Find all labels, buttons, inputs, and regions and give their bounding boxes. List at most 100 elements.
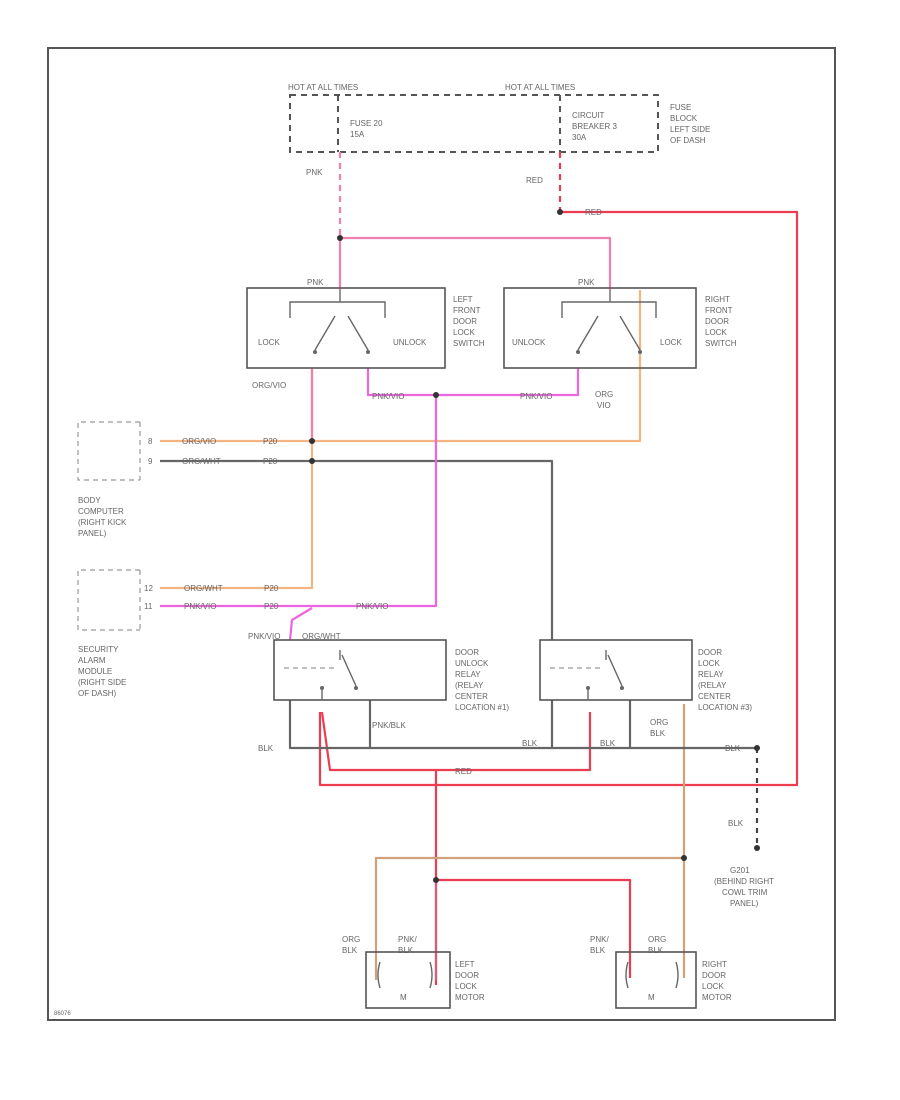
- ground-label-1: G201: [730, 866, 750, 875]
- lock-relay-label-4: (RELAY: [698, 681, 727, 690]
- wire-label-motor-right-org-blk-1: ORG: [648, 935, 666, 944]
- wire-label-blk-ground: BLK: [725, 744, 741, 753]
- left-front-door-lock-switch: PNK LOCK UNLOCK LEFT FRONT DOOR LOCK SWI…: [246, 278, 485, 369]
- ground-label-2: (BEHIND RIGHT: [714, 877, 774, 886]
- bcm-label-2: COMPUTER: [78, 507, 124, 516]
- hot-run-right-label: HOT AT ALL TIMES: [505, 83, 575, 92]
- wire-label-motor-left-org-blk-1: ORG: [342, 935, 360, 944]
- ground-label-3: COWL TRIM: [722, 888, 768, 897]
- wire-labels: PNK RED RED ORG/VIO PNK/VIO PNK/VIO ORG …: [182, 168, 744, 955]
- sec-pin-11: 11: [144, 602, 153, 611]
- wire-label-org-vio-left: ORG/VIO: [252, 381, 286, 390]
- fuse-label-1: FUSE 20: [350, 119, 383, 128]
- splice-points: [309, 209, 760, 883]
- sec-label-4: (RIGHT SIDE: [78, 678, 126, 687]
- wires: [160, 152, 799, 985]
- ground-label-4: PANEL): [730, 899, 759, 908]
- red-relay-link: [320, 711, 592, 772]
- wire-label-bcm-org-wht: ORG/WHT: [182, 457, 221, 466]
- lock-relay-label-2: LOCK: [698, 659, 720, 668]
- sec-label-2: ALARM: [78, 656, 106, 665]
- unlock-relay-label-2: UNLOCK: [455, 659, 489, 668]
- right-switch-unlock: UNLOCK: [512, 338, 546, 347]
- right-motor-label-1: RIGHT: [702, 960, 727, 969]
- figure-id: 86076: [54, 1011, 71, 1017]
- diagram-frame: [47, 47, 836, 1021]
- wire-label-relay-org-wht: ORG/WHT: [302, 632, 341, 641]
- wire-label-motor-right-pnk-blk-1: PNK/: [590, 935, 609, 944]
- door-lock-relay: DOOR LOCK RELAY (RELAY CENTER LOCATION #…: [539, 639, 752, 712]
- right-motor-label-2: DOOR: [702, 971, 726, 980]
- unlock-relay-label-3: RELAY: [455, 670, 481, 679]
- fuse-label-2: 15A: [350, 130, 365, 139]
- right-switch-lock: LOCK: [660, 338, 682, 347]
- ground-g201: G201 (BEHIND RIGHT COWL TRIM PANEL): [714, 866, 774, 908]
- left-switch-label-5: SWITCH: [453, 339, 485, 348]
- left-motor-symbol: M: [400, 993, 407, 1002]
- wire-label-pnk-fuse: PNK: [306, 168, 323, 177]
- fuse-block-label-2: BLOCK: [670, 114, 698, 123]
- wire-label-sec-org-wht: ORG/WHT: [184, 584, 223, 593]
- left-motor-label-3: LOCK: [455, 982, 477, 991]
- sec-label-5: OF DASH): [78, 689, 117, 698]
- bcm-org-vio: [160, 290, 642, 443]
- fuse-block-label-3: LEFT SIDE: [670, 125, 710, 134]
- wire-label-red-bottom: RED: [455, 767, 472, 776]
- security-alarm-module: 12 11 SECURITY ALARM MODULE (RIGHT SIDE …: [77, 569, 153, 698]
- bcm-label-1: BODY: [78, 496, 101, 505]
- wire-label-blk-mid2: BLK: [600, 739, 616, 748]
- fuse-block-label-4: OF DASH: [670, 136, 706, 145]
- hot-run-left-label: HOT AT ALL TIMES: [288, 83, 358, 92]
- left-switch-unlock: UNLOCK: [393, 338, 427, 347]
- wire-label-bcm-org-vio: ORG/VIO: [182, 437, 216, 446]
- wire-label-red-breaker: RED: [526, 176, 543, 185]
- breaker-label-1: CIRCUIT: [572, 111, 605, 120]
- pnk-vio-switches: [366, 368, 580, 397]
- fuse-block: HOT AT ALL TIMES HOT AT ALL TIMES FUSE 2…: [288, 83, 710, 153]
- wire-label-org-blk-right-1: ORG: [650, 718, 668, 727]
- right-switch-label-1: RIGHT: [705, 295, 730, 304]
- bcm-label-4: PANEL): [78, 529, 107, 538]
- right-motor-label-3: LOCK: [702, 982, 724, 991]
- sec-label-1: SECURITY: [78, 645, 119, 654]
- sec-label-3: MODULE: [78, 667, 112, 676]
- left-switch-top-wire: PNK: [307, 278, 324, 287]
- wire-label-pin-p20-1: P20: [263, 437, 278, 446]
- pnk-blk-to-right-motor: [436, 878, 632, 978]
- bcm-pin-9: 9: [148, 457, 153, 466]
- bcm-label-3: (RIGHT KICK: [78, 518, 127, 527]
- wire-label-org-blk-right-2: BLK: [650, 729, 666, 738]
- sec-pin-12: 12: [144, 584, 153, 593]
- fuse-block-label-1: FUSE: [670, 103, 691, 112]
- lock-relay-label-3: RELAY: [698, 670, 724, 679]
- right-switch-label-2: FRONT: [705, 306, 733, 315]
- wire-label-motor-left-pnk-blk-1: PNK/: [398, 935, 417, 944]
- lock-relay-label-5: CENTER: [698, 692, 731, 701]
- right-switch-top-wire: PNK: [578, 278, 595, 287]
- wire-label-motor-left-org-blk-2: BLK: [342, 946, 358, 955]
- red-feed-loop: [318, 210, 799, 787]
- door-unlock-relay: DOOR UNLOCK RELAY (RELAY CENTER LOCATION…: [273, 639, 509, 712]
- breaker-label-3: 30A: [572, 133, 587, 142]
- bcm-pin-8: 8: [148, 437, 153, 446]
- wire-label-org-vio-right-1: ORG: [595, 390, 613, 399]
- right-switch-label-4: LOCK: [705, 328, 727, 337]
- unlock-relay-label-4: (RELAY: [455, 681, 484, 690]
- lock-relay-label-6: LOCATION #3): [698, 703, 752, 712]
- lock-relay-label-1: DOOR: [698, 648, 722, 657]
- unlock-relay-label-5: CENTER: [455, 692, 488, 701]
- left-motor-label-4: MOTOR: [455, 993, 485, 1002]
- blk-ground-bus: [288, 700, 757, 750]
- right-switch-label-3: DOOR: [705, 317, 729, 326]
- wire-label-pin-p20-3: P20: [264, 584, 279, 593]
- left-switch-org-vio: [160, 368, 314, 590]
- wire-label-blk-left: BLK: [258, 744, 274, 753]
- right-front-door-lock-switch: PNK UNLOCK LOCK RIGHT FRONT DOOR LOCK SW…: [503, 278, 737, 369]
- wire-label-red-top: RED: [585, 208, 602, 217]
- wire-label-org-vio-right-2: VIO: [597, 401, 611, 410]
- org-blk-bus: [374, 704, 686, 980]
- wire-label-motor-right-pnk-blk-2: BLK: [590, 946, 606, 955]
- bcm-org-wht: [160, 459, 554, 640]
- left-switch-label-2: FRONT: [453, 306, 481, 315]
